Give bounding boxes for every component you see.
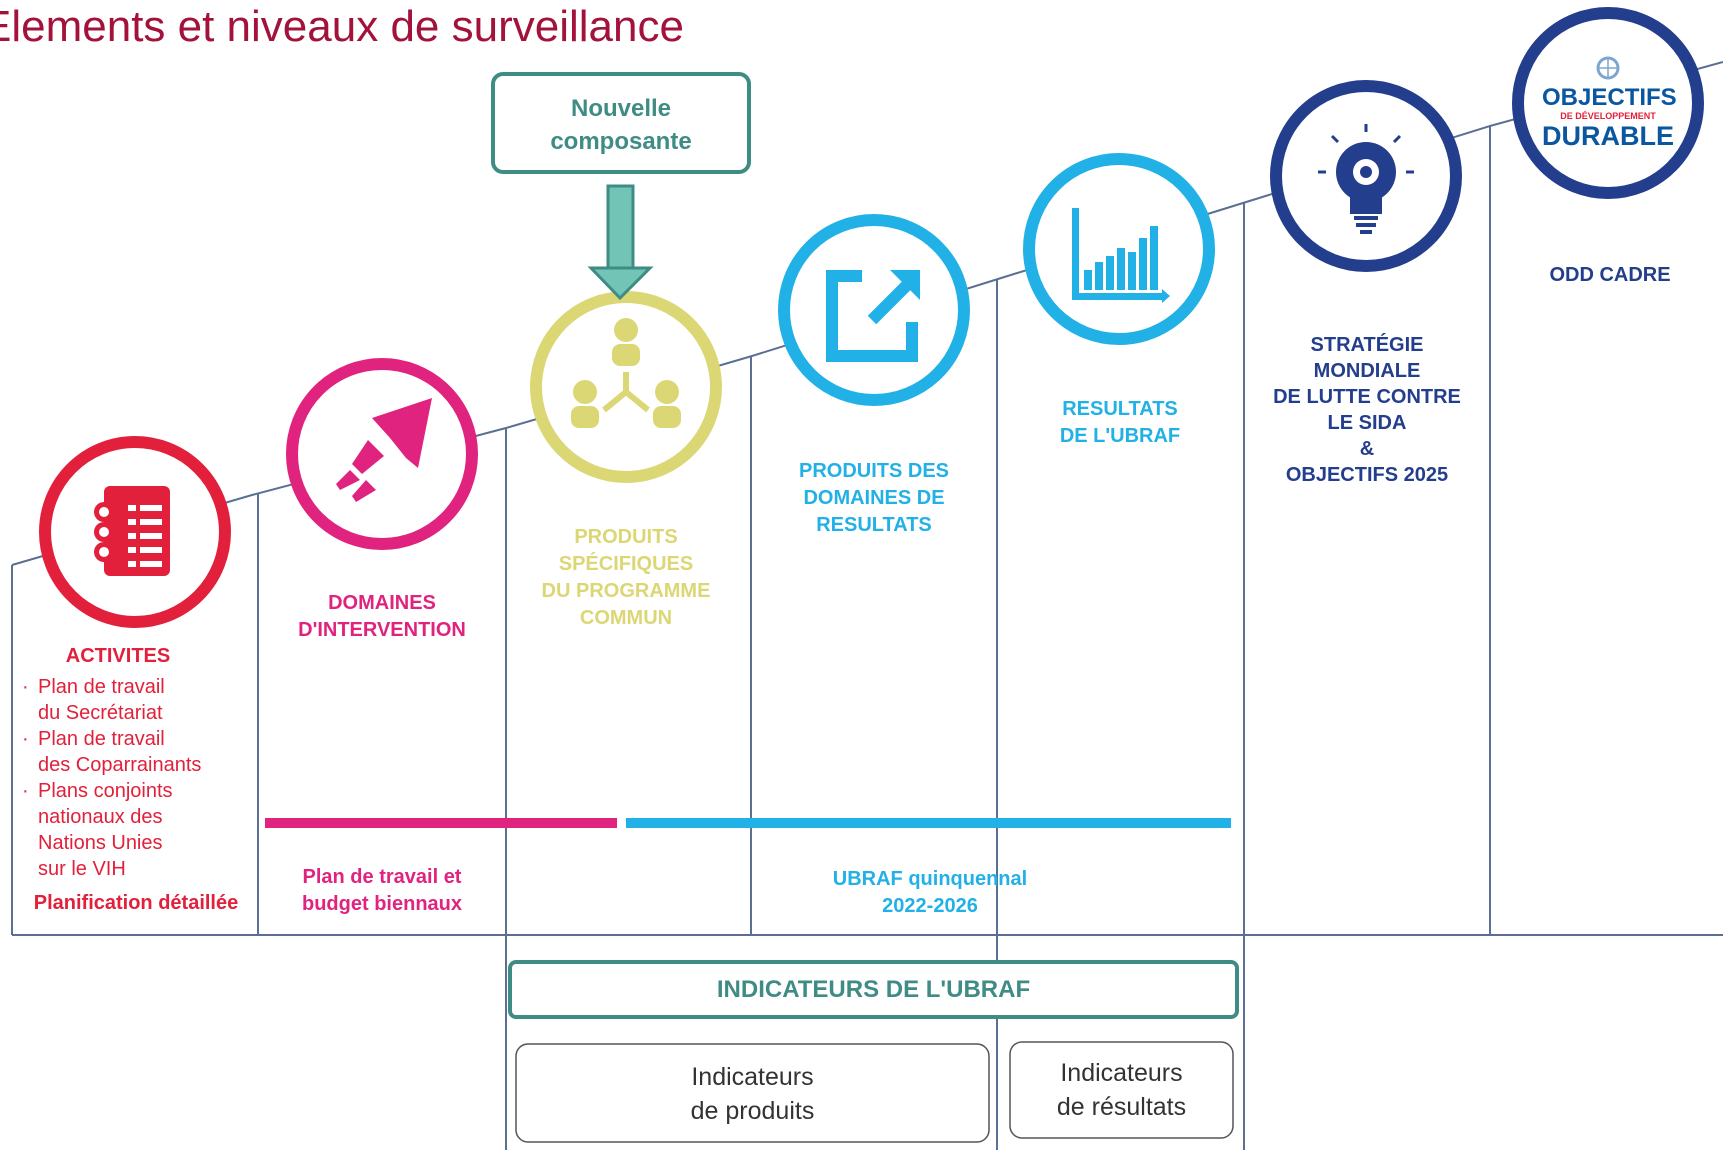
strategie-label: STRATÉGIE MONDIALE DE LUTTE CONTRE LE SI… — [1273, 334, 1461, 486]
people-network-icon — [571, 318, 681, 428]
indicateurs-resultats-box — [1009, 1041, 1234, 1139]
odd-logo-line2: DE DÉVELOPPEMENT — [1560, 111, 1656, 121]
produits-domaines-circle — [778, 214, 970, 406]
plan-biennal-label: Plan de travail et budget biennaux — [302, 866, 462, 915]
list-item: Plan de travail des Coparrainants — [22, 726, 201, 778]
produits-specifiques-label: PRODUITS SPÉCIFIQUES DU PROGRAMME COMMUN — [541, 526, 711, 629]
produits-specifiques-circle — [530, 291, 722, 483]
activites-circle — [39, 436, 231, 628]
activites-list: Plan de travail du Secrétariat Plan de t… — [22, 674, 201, 882]
biennal-bar — [265, 818, 617, 828]
domaines-circle — [286, 358, 478, 550]
rocket-icon — [336, 398, 432, 502]
list-item: Plans conjoints nationaux des Nations Un… — [22, 778, 201, 882]
planification-label: Planification détaillée — [33, 892, 239, 914]
indicateurs-resultats-label: Indicateurs de résultats — [1056, 1059, 1187, 1121]
activites-label: ACTIVITES — [65, 645, 171, 667]
nouvelle-composante-label: Nouvelle composante — [550, 95, 692, 155]
nouvelle-composante-box — [491, 72, 751, 174]
quinquennal-bar — [626, 818, 1231, 828]
resultats-label: RESULTATS DE L'UBRAF — [1059, 398, 1181, 447]
list-item: Plan de travail du Secrétariat — [22, 674, 201, 726]
strategie-circle — [1270, 80, 1462, 272]
odd-logo: OBJECTIFS DE DÉVELOPPEMENT DURABLE — [1542, 55, 1677, 151]
ubraf-quinquennal-label: UBRAF quinquennal 2022-2026 — [832, 868, 1028, 917]
lightbulb-gear-icon — [1318, 124, 1414, 234]
odd-logo-line3: DURABLE — [1542, 121, 1674, 151]
domaines-label: DOMAINES D'INTERVENTION — [298, 592, 466, 641]
indicateurs-produits-label: Indicateurs de produits — [690, 1063, 815, 1125]
indicateurs-ubraf-box — [508, 960, 1239, 1019]
indicateurs-ubraf-label: INDICATEURS DE L'UBRAF — [716, 976, 1031, 1003]
odd-circle — [1512, 7, 1704, 199]
odd-label: ODD CADRE — [1549, 264, 1671, 286]
checklist-icon — [94, 486, 170, 576]
produits-domaines-label: PRODUITS DES DOMAINES DE RESULTATS — [798, 460, 950, 536]
down-arrow — [587, 184, 654, 301]
bar-chart-icon — [1072, 208, 1170, 303]
odd-logo-line1: OBJECTIFS — [1542, 84, 1677, 111]
page-title: Elements et niveaux de surveillance — [0, 2, 684, 51]
un-emblem-icon — [1596, 56, 1620, 80]
indicateurs-produits-box — [515, 1043, 990, 1143]
external-link-icon — [826, 270, 918, 362]
resultats-circle — [1023, 153, 1215, 345]
